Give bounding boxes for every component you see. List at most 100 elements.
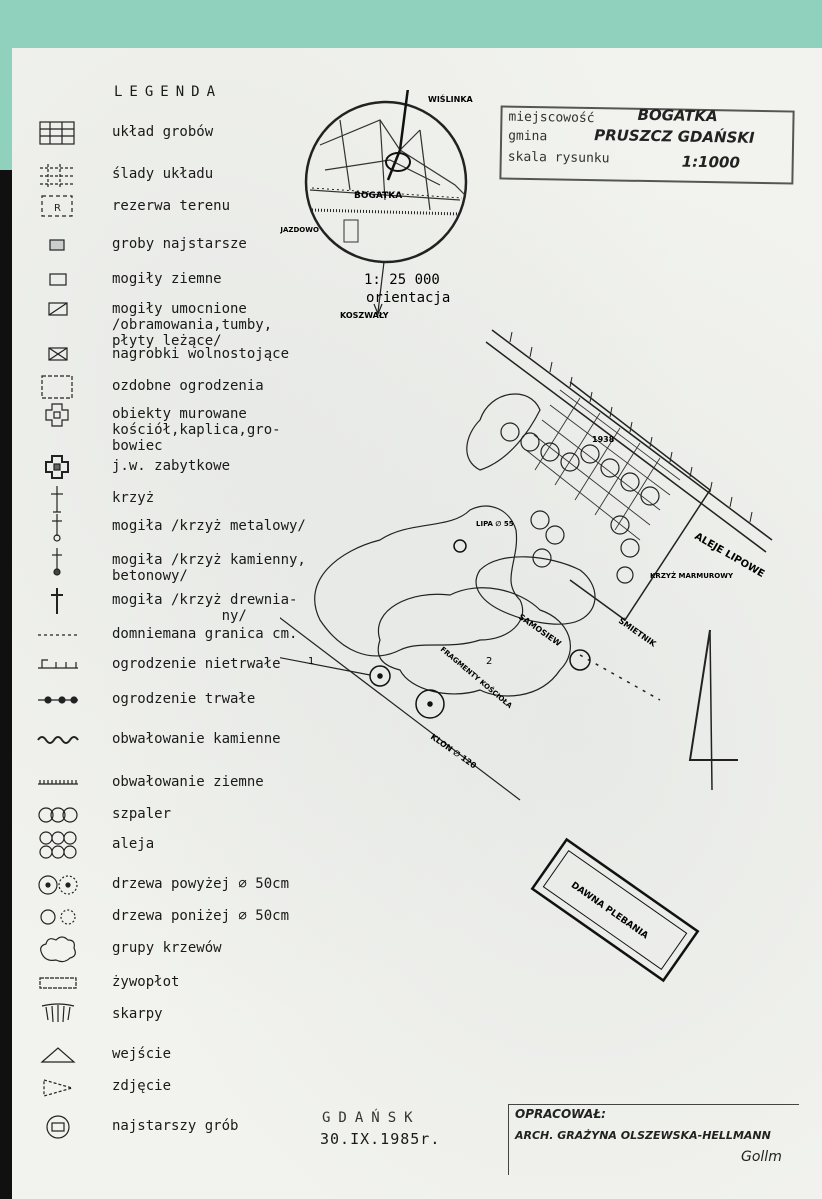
legend-item: mogiła /krzyż kamienny, betonowy/ <box>0 546 340 584</box>
shrubs-icon <box>36 934 80 964</box>
author-label: OPRACOWAŁ: <box>515 1107 606 1121</box>
orientation-west-label: PRZEJAZDOWO <box>280 226 319 234</box>
legend-item: ogrodzenie trwałe <box>0 685 340 719</box>
photo-marker-2: 2 <box>486 656 492 667</box>
wood-cross-icon <box>36 586 80 616</box>
site-plan: DAWNA PLEBANIA ALEJE LIPOWE KRZYŻ MARMUR… <box>280 329 773 983</box>
legend-item-label: drzewa powyżej ∅ 50cm <box>112 876 290 892</box>
legend-item-label: żywopłot <box>112 974 180 990</box>
legend-item: obwałowanie kamienne <box>0 725 340 759</box>
legend-item-label: j.w. zabytkowe <box>112 458 231 474</box>
legend-item-label: wejście <box>112 1046 172 1062</box>
legend-item: obiekty murowane kościół,kaplica,gro- bo… <box>0 400 340 454</box>
legend-item: mogiła /krzyż metalowy/ <box>0 512 340 546</box>
legend-item: skarpy <box>0 1000 340 1034</box>
dump-label: ŚMIETNIK <box>617 615 660 649</box>
legend-item-label: nagrobki wolnostojące <box>112 346 290 362</box>
small-tree-icon <box>36 902 80 932</box>
reserve-icon: R <box>36 192 80 222</box>
slope-icon <box>36 1000 80 1030</box>
legend-item: mogiły ziemne <box>0 265 340 299</box>
big-tree-icon <box>36 870 80 900</box>
reinforced-grave-icon <box>36 295 80 325</box>
perm-fence-icon <box>36 685 80 715</box>
author-signature: Gollm <box>741 1149 782 1165</box>
date-1938-label: 1938 <box>592 435 615 444</box>
legend-item: nagrobki wolnostojące <box>0 340 340 374</box>
historic-building-icon <box>36 452 80 482</box>
author-box: OPRACOWAŁ: ARCH. GRAŻYNA OLSZEWSKA-HELLM… <box>508 1104 799 1175</box>
legend-item-label: mogiły umocnione /obramowania,tumby, pły… <box>112 301 273 349</box>
orientation-map: WIŚLINKA BOGATKA PRZEJAZDOWO KOSZWAŁY 1:… <box>280 90 474 320</box>
legend-item-label: skarpy <box>112 1006 163 1022</box>
grid-trace-icon <box>36 160 80 190</box>
photo-icon <box>36 1072 80 1102</box>
legend-item: wejście <box>0 1040 340 1074</box>
legend-item: zdjęcie <box>0 1072 340 1106</box>
legend-item: mogiły umocnione /obramowania,tumby, pły… <box>0 295 340 349</box>
legend-item: drzewa powyżej ∅ 50cm <box>0 870 340 904</box>
legend-item-label: ozdobne ogrodzenia <box>112 378 264 394</box>
orientation-caption: orientacja <box>366 290 450 306</box>
marble-cross-label: KRZYŻ MARMUROWY <box>650 571 734 580</box>
legend-item: domniemana granica cm. <box>0 620 340 654</box>
footer-date: 30.IX.1985r. <box>320 1130 441 1148</box>
legend-item: szpaler <box>0 800 340 834</box>
tree-row-icon <box>36 800 80 830</box>
legend-item: aleja <box>0 830 340 864</box>
legend-item-label: drzewa poniżej ∅ 50cm <box>112 908 290 924</box>
scale-value: 1:1000 <box>681 152 741 172</box>
legend-item: krzyż <box>0 484 340 518</box>
legend-item-label: mogiła /krzyż drewnia- ny/ <box>112 592 298 624</box>
legend-item: najstarszy grób <box>0 1112 340 1146</box>
stone-cross-icon <box>36 546 80 576</box>
elm-label: KLON ∅ 120 <box>429 732 478 770</box>
tree-label: LIPA ∅ 55 <box>476 520 514 528</box>
scale-label: skala rysunku <box>507 149 610 167</box>
oldest-grave-icon <box>36 230 80 260</box>
orientation-scale: 1: 25 000 <box>364 272 440 288</box>
fence-ornamental-icon <box>36 372 80 402</box>
legend-item-label: zdjęcie <box>112 1078 172 1094</box>
dashed-line-icon <box>36 620 80 650</box>
orientation-north-label: WIŚLINKA <box>428 93 474 104</box>
temp-fence-icon <box>36 650 80 680</box>
legend-item: grupy krzewów <box>0 934 340 968</box>
author-name: ARCH. GRAŻYNA OLSZEWSKA-HELLMANN <box>515 1129 771 1142</box>
legend-item: groby najstarsze <box>0 230 340 264</box>
legend-item-label: mogiły ziemne <box>112 271 222 287</box>
place-label: miejscowość <box>508 109 595 127</box>
entrance-icon <box>36 1040 80 1070</box>
legend-item-label: mogiła /krzyż metalowy/ <box>112 518 306 534</box>
hedge-icon <box>36 968 80 998</box>
cross-icon <box>36 484 80 514</box>
legend-item: drzewa poniżej ∅ 50cm <box>0 902 340 936</box>
orientation-south-label: KOSZWAŁY <box>340 311 389 320</box>
earth-bank-icon <box>36 768 80 798</box>
legend-item-label: groby najstarsze <box>112 236 247 252</box>
scanner-edge <box>0 170 14 1199</box>
earth-grave-icon <box>36 265 80 295</box>
stone-bank-icon <box>36 725 80 755</box>
legend-item: mogiła /krzyż drewnia- ny/ <box>0 586 340 624</box>
fragments-label: FRAGMENTY KOŚCIOŁA <box>439 645 515 711</box>
legend-item-label: obwałowanie kamienne <box>112 731 281 747</box>
legend-item-label: mogiła /krzyż kamienny, betonowy/ <box>112 552 306 584</box>
legend-item-label: obiekty murowane kościół,kaplica,gro- bo… <box>112 406 281 454</box>
legend-item-label: ogrodzenie nietrwałe <box>112 656 281 672</box>
photo-marker-1: 1 <box>308 656 314 667</box>
legend-item-label: ślady układu <box>112 166 214 182</box>
legend-item-label: szpaler <box>112 806 172 822</box>
title-stamp: miejscowość BOGATKA gmina PRUSZCZ GDAŃSK… <box>499 105 795 185</box>
grid-icon <box>36 118 80 148</box>
legend-item-label: układ grobów <box>112 124 214 140</box>
metal-cross-icon <box>36 512 80 542</box>
legend-item-label: najstarszy grób <box>112 1118 239 1134</box>
commune-label: gmina <box>508 128 548 145</box>
legend-item: ogrodzenie nietrwałe <box>0 650 340 684</box>
legend-item-label: krzyż <box>112 490 155 506</box>
legend-item-label: aleja <box>112 836 155 852</box>
oldest-single-icon <box>36 1112 80 1142</box>
legend-item: j.w. zabytkowe <box>0 452 340 486</box>
